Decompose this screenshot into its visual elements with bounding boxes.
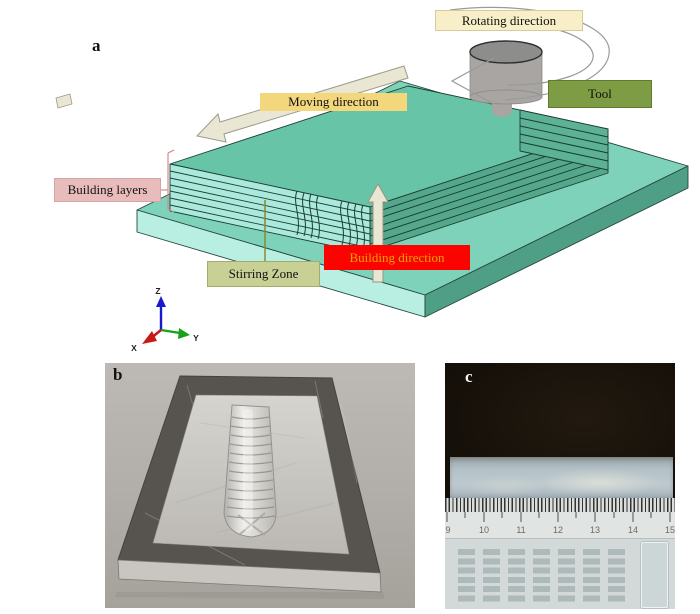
- axes-triad: Z X Y: [131, 286, 199, 353]
- deposit-end-grooves: [237, 512, 266, 536]
- deposit-highlight: [243, 409, 253, 531]
- panel-c-letter: c: [465, 367, 473, 386]
- ruler-body: [445, 538, 675, 609]
- building-direction-label: Building direction: [324, 245, 470, 270]
- ruler-number: 12: [553, 525, 563, 535]
- rotating-arrowhead: [450, 57, 495, 105]
- ruler-number-labels: 9 10 11 12 13 14 15: [445, 525, 675, 535]
- building-layers-bracket: [160, 149, 175, 213]
- ruler-numbers-row: 9 10 11 12 13 14 15: [445, 512, 675, 535]
- substrate-front-right-face: [424, 165, 689, 318]
- moving-direction-label: Moving direction: [260, 93, 407, 111]
- ruler-number: 14: [628, 525, 638, 535]
- ruler-number: 13: [590, 525, 600, 535]
- rotating-direction-label: Rotating direction: [435, 10, 583, 31]
- plate-shadow: [115, 592, 385, 599]
- stirring-zone-label: Stirring Zone: [207, 261, 320, 287]
- z-axis-label: Z: [155, 286, 160, 296]
- panel-b-letter: b: [113, 365, 123, 384]
- panel-a-letter: a: [92, 36, 101, 55]
- layer-lines-end: [519, 117, 609, 162]
- ruler-number: 11: [516, 525, 525, 535]
- y-axis: [160, 328, 181, 335]
- ruler-cm-ticks: [446, 512, 671, 522]
- tool-group: [449, 6, 610, 117]
- ruler-number: 15: [665, 525, 675, 535]
- tool-top-face: [469, 40, 543, 64]
- layer-lines-left: [169, 170, 371, 249]
- panel-c-photo: 9 10 11 12 13 14 15 c: [445, 363, 675, 609]
- plate-front-face: [117, 559, 382, 593]
- deposit-ridges: [226, 416, 276, 519]
- panel-b-photo: b: [105, 363, 415, 608]
- cross-section-sample: [450, 457, 673, 500]
- x-axis-arrowhead: [142, 331, 157, 344]
- building-layers-label: Building layers: [54, 178, 161, 202]
- y-axis-label: Y: [193, 333, 199, 343]
- tool-label: Tool: [548, 80, 652, 108]
- ruler-embossed-grid: [458, 549, 632, 605]
- ruler-number: 9: [445, 525, 450, 535]
- stirring-zone-curves: [295, 190, 365, 250]
- ruler-mm-ticks: [445, 498, 675, 512]
- build-end-face: [519, 109, 609, 171]
- ruler-scale: [445, 512, 675, 538]
- plate-photo-drawing: [115, 375, 385, 599]
- ruler-number: 10: [479, 525, 489, 535]
- z-axis-arrowhead: [156, 296, 166, 307]
- ruler-slot: [641, 542, 668, 608]
- x-axis-label: X: [131, 343, 137, 353]
- stray-arrow-fragment: [55, 93, 73, 109]
- deposit: [223, 404, 277, 538]
- y-axis-arrowhead: [178, 328, 190, 339]
